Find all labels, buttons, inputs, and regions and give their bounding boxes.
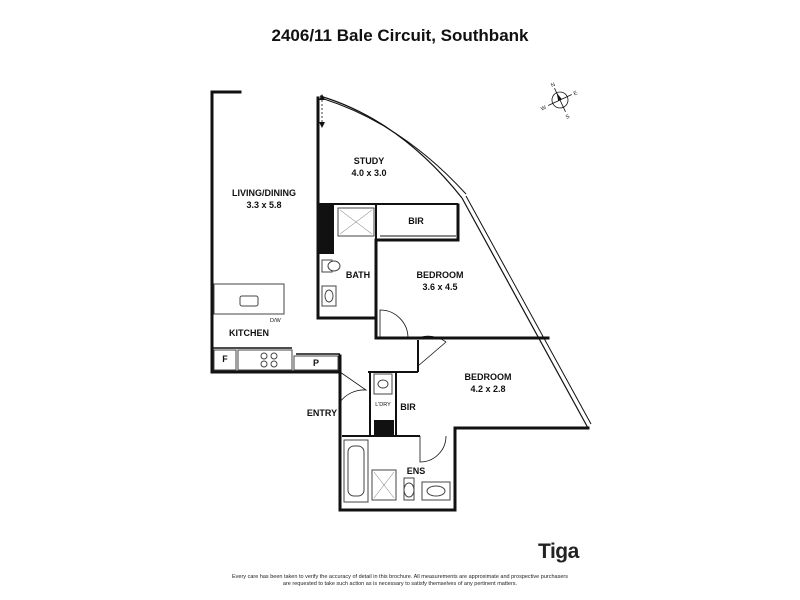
tiga-logo: Tiga [538,540,579,563]
outer-walls [210,90,590,512]
pantry-label: P [313,358,319,368]
ens-label: ENS [407,466,426,476]
bir2-label: BIR [400,402,416,412]
disclaimer: Every care has been taken to verify the … [150,574,650,588]
bir1-label: BIR [408,216,424,226]
study-label: STUDY [354,156,385,166]
kitchen-island [213,283,285,315]
living-label: LIVING/DINING [232,188,296,198]
door-arrow-2 [319,94,325,100]
bedroom2-label: BEDROOM [465,372,512,382]
bedroom1-dims: 3.6 x 4.5 [422,282,457,292]
entry-label: ENTRY [307,408,337,418]
laundry-label: L'DRY [375,402,391,408]
compass-w: W [540,105,548,113]
kitchen-label: KITCHEN [229,328,269,338]
living-dims: 3.3 x 5.8 [246,200,281,210]
door-swings [318,100,447,463]
bath-fixtures [321,207,375,307]
study-dims: 4.0 x 3.0 [351,168,386,178]
disclaimer-line-2: are requested to take such action as is … [282,581,518,587]
interior-walls [212,203,458,437]
kitchen-bench [213,349,339,371]
structural-column-2 [374,420,394,436]
page-title: 2406/11 Bale Circuit, Southbank [271,26,529,45]
fridge-label: F [222,354,228,364]
dishwasher-label: D/W [270,318,282,324]
disclaimer-line-1: Every care has been taken to verify the … [232,574,568,580]
compass-n: N [550,82,556,89]
ensuite-fixtures [343,373,451,503]
door-arrow-1 [319,122,325,128]
bedroom1-label: BEDROOM [417,270,464,280]
compass-s: S [565,114,571,121]
bedroom2-dims: 4.2 x 2.8 [470,384,505,394]
curved-glazing [319,95,592,429]
bath-label: BATH [346,270,370,280]
compass-icon: N S E W [540,82,579,121]
structural-column [318,204,334,254]
compass-e: E [573,90,579,97]
